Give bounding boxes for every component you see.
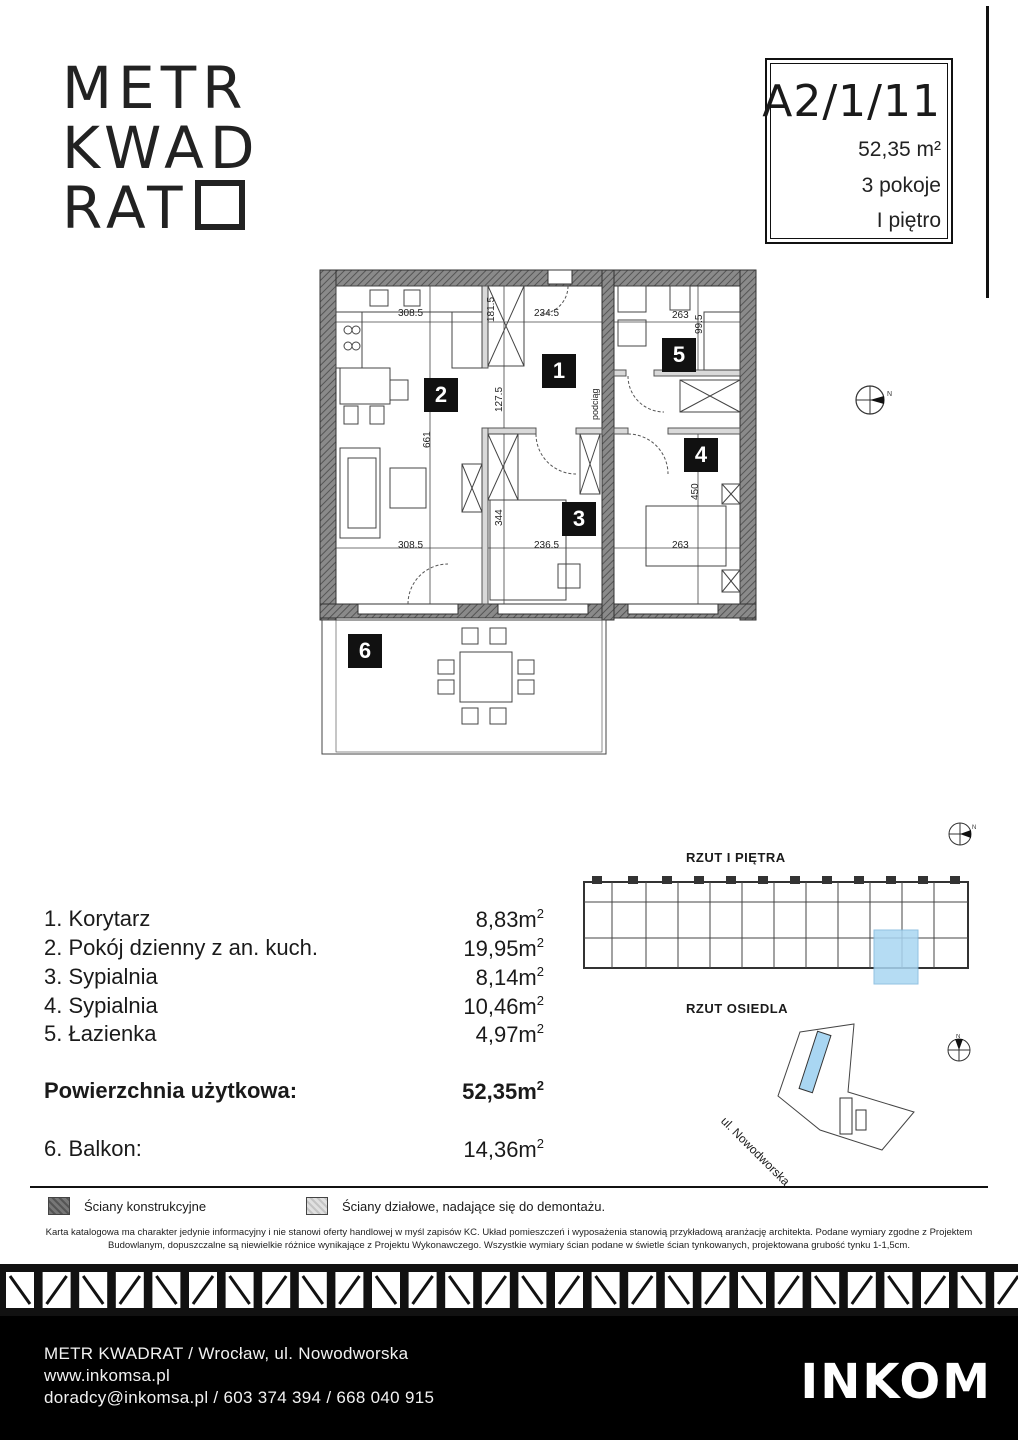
divider: [30, 1186, 988, 1188]
pattern-stroke: [155, 1275, 178, 1305]
pattern-stroke: [887, 1275, 910, 1305]
compass-icon: N: [948, 822, 976, 846]
pattern-stroke: [777, 1275, 800, 1305]
compass-icon: N: [947, 1034, 971, 1062]
room-row-4: 4. Sypialnia 10,46m2: [44, 993, 544, 1021]
logo-line-2: KWAD: [62, 114, 261, 182]
logo-square-icon: [194, 180, 245, 230]
apartment-code: A2/1/11: [762, 76, 941, 127]
floor-plan: [319, 269, 757, 755]
pattern-stroke: [45, 1275, 68, 1305]
inkom-logo: INKOM: [800, 1354, 992, 1410]
compass-icon: N: [855, 385, 892, 415]
decorative-pattern-band: [0, 1264, 1018, 1316]
building-floor-map: [583, 876, 969, 985]
room-marker-6: 6: [348, 634, 382, 668]
pattern-stroke: [704, 1275, 727, 1305]
pattern-stroke: [740, 1275, 764, 1305]
room-marker-4: 4: [684, 438, 718, 472]
apartment-area: 52,35 m²: [858, 138, 941, 161]
room-name: 3. Sypialnia: [44, 964, 158, 989]
pattern-stroke: [191, 1275, 215, 1305]
svg-text:N: N: [972, 825, 976, 831]
pattern-stroke: [447, 1275, 471, 1305]
decorative-vertical-line: [986, 6, 989, 298]
pattern-stroke: [8, 1275, 32, 1305]
room-name: 2. Pokój dzienny z an. kuch.: [44, 935, 318, 960]
footer-website-link[interactable]: www.inkomsa.pl: [44, 1366, 171, 1385]
apartment-rooms: 3 pokoje: [861, 174, 941, 197]
logo-line-3: RAT: [62, 178, 260, 238]
room-marker-1: 1: [542, 354, 576, 388]
wall-inner: [601, 269, 615, 621]
pattern-stroke: [667, 1275, 691, 1305]
total-area-row: Powierzchnia użytkowa: 52,35m2: [44, 1078, 544, 1108]
svg-text:N: N: [887, 391, 892, 398]
estate-plan-label: RZUT OSIEDLA: [686, 1001, 789, 1016]
pattern-stroke: [264, 1275, 288, 1305]
pattern-stroke: [118, 1275, 142, 1305]
logo-line-3-text: RAT: [62, 174, 189, 242]
estate-site-map: [777, 1023, 915, 1151]
room-area: 4,97m2: [475, 1021, 544, 1047]
pattern-stroke: [594, 1275, 617, 1305]
room-row-3: 3. Sypialnia 8,14m2: [44, 964, 544, 992]
pattern-stroke: [521, 1275, 544, 1305]
project-logo: METR KWAD RAT: [62, 58, 260, 238]
pattern-stroke: [996, 1275, 1018, 1305]
pattern-stroke: [960, 1275, 983, 1305]
partition-wall-legend: Ściany działowe, nadające się do demonta…: [342, 1199, 606, 1214]
total-area: 52,35m2: [462, 1078, 544, 1104]
pattern-stroke: [374, 1275, 398, 1305]
pattern-stroke: [484, 1275, 508, 1305]
apartment-floor: I piętro: [876, 209, 941, 232]
footer: [0, 1316, 1018, 1440]
wall-right: [739, 269, 757, 621]
pattern-stroke: [923, 1275, 947, 1305]
pattern-stroke: [411, 1275, 434, 1305]
pattern-stroke: [81, 1275, 105, 1305]
room-marker-2: 2: [424, 378, 458, 412]
apartment-info-box: A2/1/11 52,35 m² 3 pokoje I piętro: [762, 58, 953, 244]
pattern-stroke: [850, 1275, 874, 1305]
room-marker-5: 5: [662, 338, 696, 372]
logo-line-1: METR: [62, 54, 249, 122]
structural-wall-swatch: [48, 1197, 70, 1215]
pattern-stroke: [228, 1275, 251, 1305]
disclaimer-text: Karta katalogowa ma charakter jedynie in…: [45, 1227, 973, 1251]
room-name: 1. Korytarz: [44, 906, 151, 931]
room-marker-3: 3: [562, 502, 596, 536]
total-label: Powierzchnia użytkowa:: [44, 1078, 298, 1103]
room-area: 19,95m2: [463, 935, 544, 961]
floor-plan-label: RZUT I PIĘTRA: [686, 850, 786, 865]
structural-wall-legend: Ściany konstrukcyjne: [84, 1199, 207, 1214]
room-area: 10,46m2: [463, 993, 544, 1019]
room-area: 8,14m2: [475, 964, 544, 990]
pattern-stroke: [813, 1275, 837, 1305]
balcony-area: 14,36m2: [463, 1136, 544, 1162]
room-area: 8,83m2: [475, 906, 544, 932]
room-row-2: 2. Pokój dzienny z an. kuch. 19,95m2: [44, 935, 544, 963]
pattern-stroke: [630, 1275, 654, 1305]
room-row-1: 1. Korytarz 8,83m2: [44, 906, 544, 934]
pattern-stroke: [338, 1275, 361, 1305]
footer-address: METR KWADRAT / Wrocław, ul. Nowodworska: [44, 1344, 409, 1363]
wall-top: [319, 269, 757, 287]
room-name: 4. Sypialnia: [44, 993, 158, 1018]
room-row-5: 5. Łazienka 4,97m2: [44, 1021, 544, 1049]
highlighted-apartment: [873, 929, 919, 985]
balcony-label: 6. Balkon:: [44, 1136, 142, 1161]
wall-left: [319, 269, 337, 621]
footer-contact[interactable]: doradcy@inkomsa.pl / 603 374 394 / 668 0…: [44, 1388, 435, 1407]
svg-text:N: N: [956, 1034, 960, 1040]
balcony-row: 6. Balkon: 14,36m2: [44, 1136, 544, 1164]
room-name: 5. Łazienka: [44, 1021, 157, 1046]
pattern-stroke: [301, 1275, 325, 1305]
partition-wall-swatch: [306, 1197, 328, 1215]
pattern-stroke: [557, 1275, 581, 1305]
